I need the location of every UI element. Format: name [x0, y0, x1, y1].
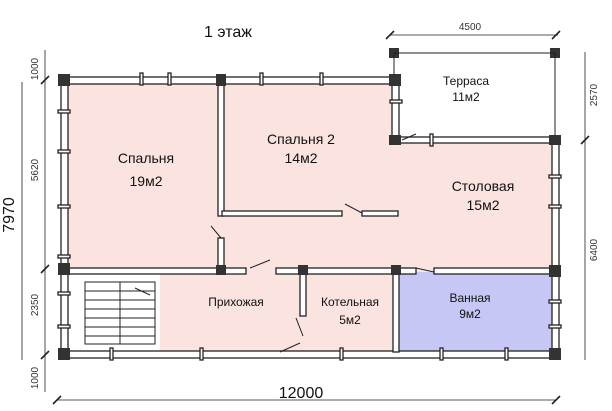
door-swing — [295, 317, 304, 337]
post — [58, 74, 70, 86]
dim-left-low: 2350 — [30, 293, 41, 316]
room-name-terrace: Терраса — [443, 74, 489, 88]
dim-tick — [40, 350, 50, 360]
post — [549, 348, 561, 360]
wall-bottom — [60, 350, 560, 359]
room-name-hall: Прихожая — [208, 295, 264, 309]
dim-tick — [551, 395, 561, 405]
window-marker — [57, 149, 71, 154]
dim-left-top: 1000 — [30, 57, 41, 80]
door-swing — [279, 342, 301, 353]
dining-area — [222, 140, 556, 272]
post — [389, 135, 401, 145]
dim-tick — [40, 75, 50, 85]
wall-left — [60, 76, 69, 360]
room-area-bathroom: 9м2 — [459, 307, 481, 321]
wall-horizontal-right — [433, 267, 555, 275]
window-marker — [57, 109, 71, 114]
boiler-room-area — [303, 272, 396, 352]
window-marker — [57, 204, 71, 209]
room-name-dining: Столовая — [452, 178, 515, 194]
window-marker — [548, 204, 562, 209]
window-marker — [57, 254, 71, 259]
room-area-bedroom: 19м2 — [130, 173, 163, 189]
room-area-boiler-room: 5м2 — [339, 313, 361, 327]
dim-tick — [580, 135, 590, 145]
wall-right-upper — [391, 76, 400, 143]
window-marker — [504, 347, 509, 361]
staircase — [84, 281, 156, 345]
wall-top — [61, 76, 399, 85]
dim-total-height: 7970 — [1, 197, 18, 233]
plan-title: 1 этаж — [204, 24, 252, 41]
post — [389, 74, 401, 86]
window-marker — [139, 72, 144, 86]
post — [58, 263, 70, 275]
dim-tick — [385, 30, 395, 40]
post — [391, 265, 401, 275]
dim-tick — [52, 395, 62, 405]
bedroom-area — [66, 83, 222, 269]
dim-tick — [551, 30, 561, 40]
window-marker — [548, 299, 562, 304]
window-marker — [429, 133, 434, 147]
dim-terrace-width: 4500 — [459, 22, 482, 33]
dim-right-top: 2570 — [589, 83, 600, 106]
wall-bedroom2-bottom-right — [361, 210, 399, 217]
door-swing — [415, 267, 435, 273]
window-marker — [548, 324, 562, 329]
window-marker — [167, 72, 172, 86]
room-name-bedroom: Спальня — [118, 150, 174, 166]
post — [298, 265, 308, 275]
dim-left-bottom: 1000 — [30, 366, 41, 389]
window-marker — [339, 347, 344, 361]
room-area-bedroom-2: 14м2 — [285, 150, 318, 166]
room-name-bathroom: Ванная — [449, 291, 490, 305]
post — [549, 135, 561, 145]
room-name-bedroom-2: Спальня 2 — [267, 131, 335, 147]
post — [549, 265, 561, 277]
post — [216, 265, 226, 275]
post — [216, 74, 226, 86]
room-name-boiler-room: Котельная — [321, 295, 379, 309]
door-swing — [249, 259, 271, 269]
window-marker — [57, 291, 71, 296]
window-marker — [548, 174, 562, 179]
window-marker — [109, 347, 114, 361]
room-area-terrace: 11м2 — [452, 90, 480, 104]
door-swing — [401, 133, 417, 141]
hall-area — [160, 272, 303, 352]
wall-bedroom2-bottom — [221, 210, 343, 217]
wall-boiler-bath — [392, 271, 400, 353]
wall-horizontal-mid — [275, 267, 417, 275]
window-marker — [319, 72, 324, 86]
window-marker — [389, 99, 403, 104]
wall-dining-top — [391, 136, 560, 144]
dim-right-low: 6400 — [589, 238, 600, 261]
dim-tick — [40, 264, 50, 274]
door-swing — [210, 225, 222, 239]
post — [58, 348, 70, 360]
bathroom-area — [396, 272, 556, 352]
window-marker — [259, 72, 264, 86]
window-marker — [439, 347, 444, 361]
window-marker — [199, 347, 204, 361]
door-swing — [344, 203, 363, 214]
wall-bedroom-divider — [217, 83, 225, 217]
room-area-dining: 15м2 — [467, 197, 500, 213]
window-marker — [57, 324, 71, 329]
dim-total-width: 12000 — [279, 385, 324, 402]
dim-left-mid: 5620 — [30, 158, 41, 181]
wall-hall-boiler — [299, 271, 307, 317]
